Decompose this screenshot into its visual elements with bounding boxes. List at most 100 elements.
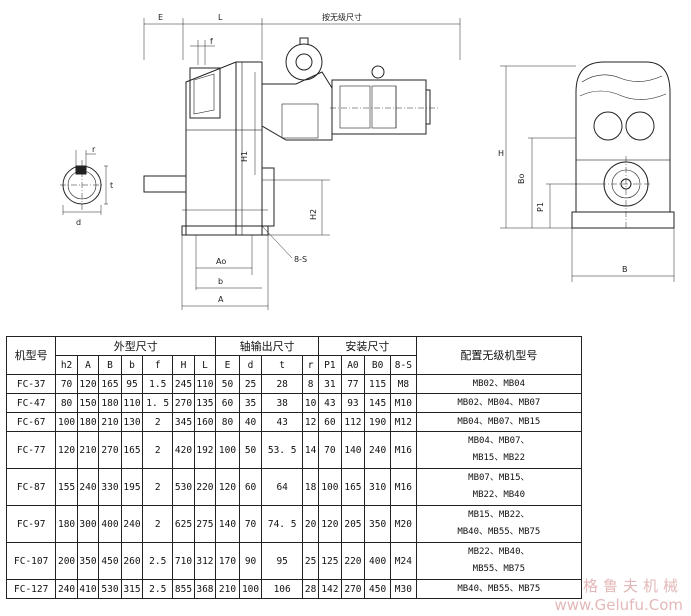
value-cell: 120	[76, 374, 100, 394]
value-cell: 530	[172, 468, 195, 506]
value-cell: 368	[193, 579, 217, 599]
label-Bo: Bo	[517, 174, 526, 184]
value-cell: 165	[340, 468, 366, 506]
value-cell: 240	[55, 579, 78, 599]
variator-cell: MB02、MB04	[415, 374, 583, 394]
value-cell: 275	[193, 505, 217, 543]
value-cell: 95	[261, 542, 304, 580]
value-cell: 210	[76, 431, 100, 469]
header-model: 机型号	[5, 336, 57, 375]
value-cell: 100	[215, 431, 240, 469]
variator-cell: MB04、MB07、MB15	[415, 412, 583, 432]
value-cell: 100	[238, 579, 263, 599]
value-cell: 270	[340, 579, 366, 599]
label-H: H	[498, 149, 504, 158]
label-bolt: 8-S	[294, 255, 307, 264]
value-cell: 150	[76, 393, 100, 413]
value-cell: 95	[120, 374, 144, 394]
header-shaft-dims: 轴输出尺寸	[215, 336, 320, 356]
subheader-cell: B0	[364, 355, 391, 375]
watermark: 格鲁夫机械 www.Gelufu.Com	[554, 575, 683, 614]
value-cell: 240	[120, 505, 144, 543]
variator-line: MB04、MB07、	[468, 436, 530, 446]
value-cell: 110	[120, 393, 144, 413]
value-cell: 160	[193, 412, 217, 432]
variator-line: MB22、MB40	[472, 490, 526, 500]
value-cell: 112	[340, 412, 366, 432]
value-cell: 270	[98, 431, 122, 469]
value-cell: 350	[364, 505, 391, 543]
technical-drawing: r t d	[60, 12, 675, 310]
value-cell: 190	[364, 412, 391, 432]
variator-line: MB40、MB55、MB75	[457, 583, 541, 594]
subheader-cell: 8-S	[389, 355, 417, 375]
value-cell: 28	[261, 374, 304, 394]
value-cell: 14	[302, 431, 320, 469]
model-cell: FC-77	[5, 431, 57, 469]
value-cell: 35	[238, 393, 263, 413]
subheader-cell: A0	[340, 355, 366, 375]
subheader-cell: H	[172, 355, 195, 375]
value-cell: 210	[98, 412, 122, 432]
value-cell: M12	[389, 412, 417, 432]
value-cell: 155	[55, 468, 78, 506]
value-cell: 120	[318, 505, 342, 543]
label-t: t	[110, 181, 113, 190]
value-cell: 8	[302, 374, 320, 394]
value-cell: 100	[318, 468, 342, 506]
variator-line: MB22、MB40、	[468, 547, 530, 557]
value-cell: 240	[364, 431, 391, 469]
gear-unit-side-view	[500, 61, 675, 282]
label-H2: H2	[309, 209, 318, 220]
label-f: f	[210, 37, 213, 46]
value-cell: 1.5	[142, 374, 174, 394]
model-cell: FC-97	[5, 505, 57, 543]
subheader-cell: f	[142, 355, 174, 375]
value-cell: 28	[302, 579, 320, 599]
label-b: b	[218, 277, 223, 286]
value-cell: 400	[98, 505, 122, 543]
label-r: r	[92, 145, 96, 154]
value-cell: 135	[193, 393, 217, 413]
model-cell: FC-47	[5, 393, 57, 413]
value-cell: 310	[364, 468, 391, 506]
label-Ao: Ao	[216, 257, 226, 266]
value-cell: 1. 5	[142, 393, 174, 413]
subheader-cell: P1	[318, 355, 342, 375]
value-cell: M16	[389, 431, 417, 469]
value-cell: M10	[389, 393, 417, 413]
value-cell: 25	[238, 374, 263, 394]
value-cell: M16	[389, 468, 417, 506]
variator-cell: MB07、MB15、MB22、MB40	[415, 468, 583, 506]
value-cell: 70	[318, 431, 342, 469]
subheader-cell: B	[98, 355, 122, 375]
value-cell: M30	[389, 579, 417, 599]
value-cell: 450	[364, 579, 391, 599]
value-cell: 2.5	[142, 579, 174, 599]
value-cell: 31	[318, 374, 342, 394]
subheader-cell: h2	[55, 355, 78, 375]
value-cell: 60	[238, 468, 263, 506]
variator-cell: MB40、MB55、MB75	[415, 579, 583, 599]
value-cell: 43	[261, 412, 304, 432]
value-cell: 77	[340, 374, 366, 394]
variator-line: MB15、MB22、	[468, 510, 530, 520]
header-mount-dims: 安装尺寸	[318, 336, 417, 356]
value-cell: 210	[215, 579, 240, 599]
value-cell: 400	[364, 542, 391, 580]
value-cell: 60	[318, 412, 342, 432]
label-L: L	[218, 13, 223, 22]
model-cell: FC-37	[5, 374, 57, 394]
value-cell: 12	[302, 412, 320, 432]
value-cell: 420	[172, 431, 195, 469]
variator-line: MB02、MB04	[472, 378, 526, 389]
value-cell: 93	[340, 393, 366, 413]
value-cell: 855	[172, 579, 195, 599]
label-adjustable: 按无级尺寸	[322, 12, 362, 22]
value-cell: 70	[55, 374, 78, 394]
